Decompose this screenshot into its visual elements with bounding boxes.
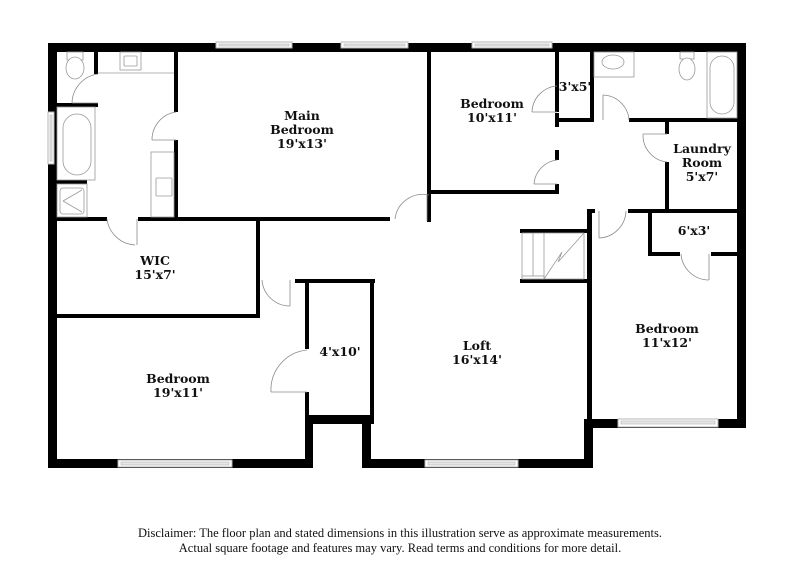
room-label-closet-4x10: 4'x10'	[319, 345, 360, 359]
bathtub-icon	[56, 106, 96, 181]
room-label-loft: Loft 16'x14'	[452, 339, 502, 367]
room-dimensions: 6'x3'	[677, 223, 711, 238]
room-dimensions: 5'x7'	[685, 169, 719, 184]
room-name: Bedroom	[146, 371, 210, 386]
windows	[47, 41, 719, 468]
shower-icon	[56, 183, 88, 218]
room-label-closet-6x3: 6'x3'	[678, 224, 711, 238]
room-label-bedroom-1: Bedroom 10'x11'	[460, 97, 524, 125]
toilet-icon	[65, 51, 85, 80]
room-name: Loft	[462, 338, 492, 353]
room-dimensions: 19'x13'	[277, 136, 327, 151]
room-label-closet-3x5: 3'x5'	[559, 80, 592, 94]
room-name: WIC	[140, 253, 170, 268]
room-name: Laundry	[673, 141, 731, 156]
room-label-bedroom-2: Bedroom 11'x12'	[635, 322, 699, 350]
sink-icon	[119, 51, 142, 71]
vanity-sink-icon	[150, 151, 175, 218]
bathtub-icon	[706, 51, 738, 119]
disclaimer: Disclaimer: The floor plan and stated di…	[0, 526, 800, 556]
room-name: Room	[681, 155, 723, 170]
room-name: Bedroom	[460, 96, 524, 111]
disclaimer-line-1: Disclaimer: The floor plan and stated di…	[138, 526, 662, 540]
fixtures	[56, 51, 738, 218]
doors	[71, 73, 710, 393]
room-dimensions: 16'x14'	[452, 352, 502, 367]
room-name: Bedroom	[270, 122, 334, 137]
room-label-laundry: Laundry Room 5'x7'	[673, 142, 731, 184]
room-label-main-bedroom: Main Bedroom 19'x13'	[270, 109, 334, 151]
sink-icon	[593, 51, 635, 78]
room-dimensions: 4'x10'	[319, 344, 361, 359]
room-dimensions: 3'x5'	[558, 79, 592, 94]
staircase	[521, 232, 585, 280]
room-name: Bedroom	[635, 321, 699, 336]
room-dimensions: 19'x11'	[153, 385, 203, 400]
interior-walls	[57, 52, 746, 425]
room-dimensions: 15'x7'	[134, 267, 176, 282]
disclaimer-line-2: Actual square footage and features may v…	[178, 541, 622, 555]
toilet-icon	[678, 51, 696, 81]
room-name: Main	[284, 108, 320, 123]
room-dimensions: 11'x12'	[642, 335, 692, 350]
room-label-bedroom-3: Bedroom 19'x11'	[146, 372, 210, 400]
room-dimensions: 10'x11'	[467, 110, 517, 125]
room-label-wic: WIC 15'x7'	[134, 254, 175, 282]
